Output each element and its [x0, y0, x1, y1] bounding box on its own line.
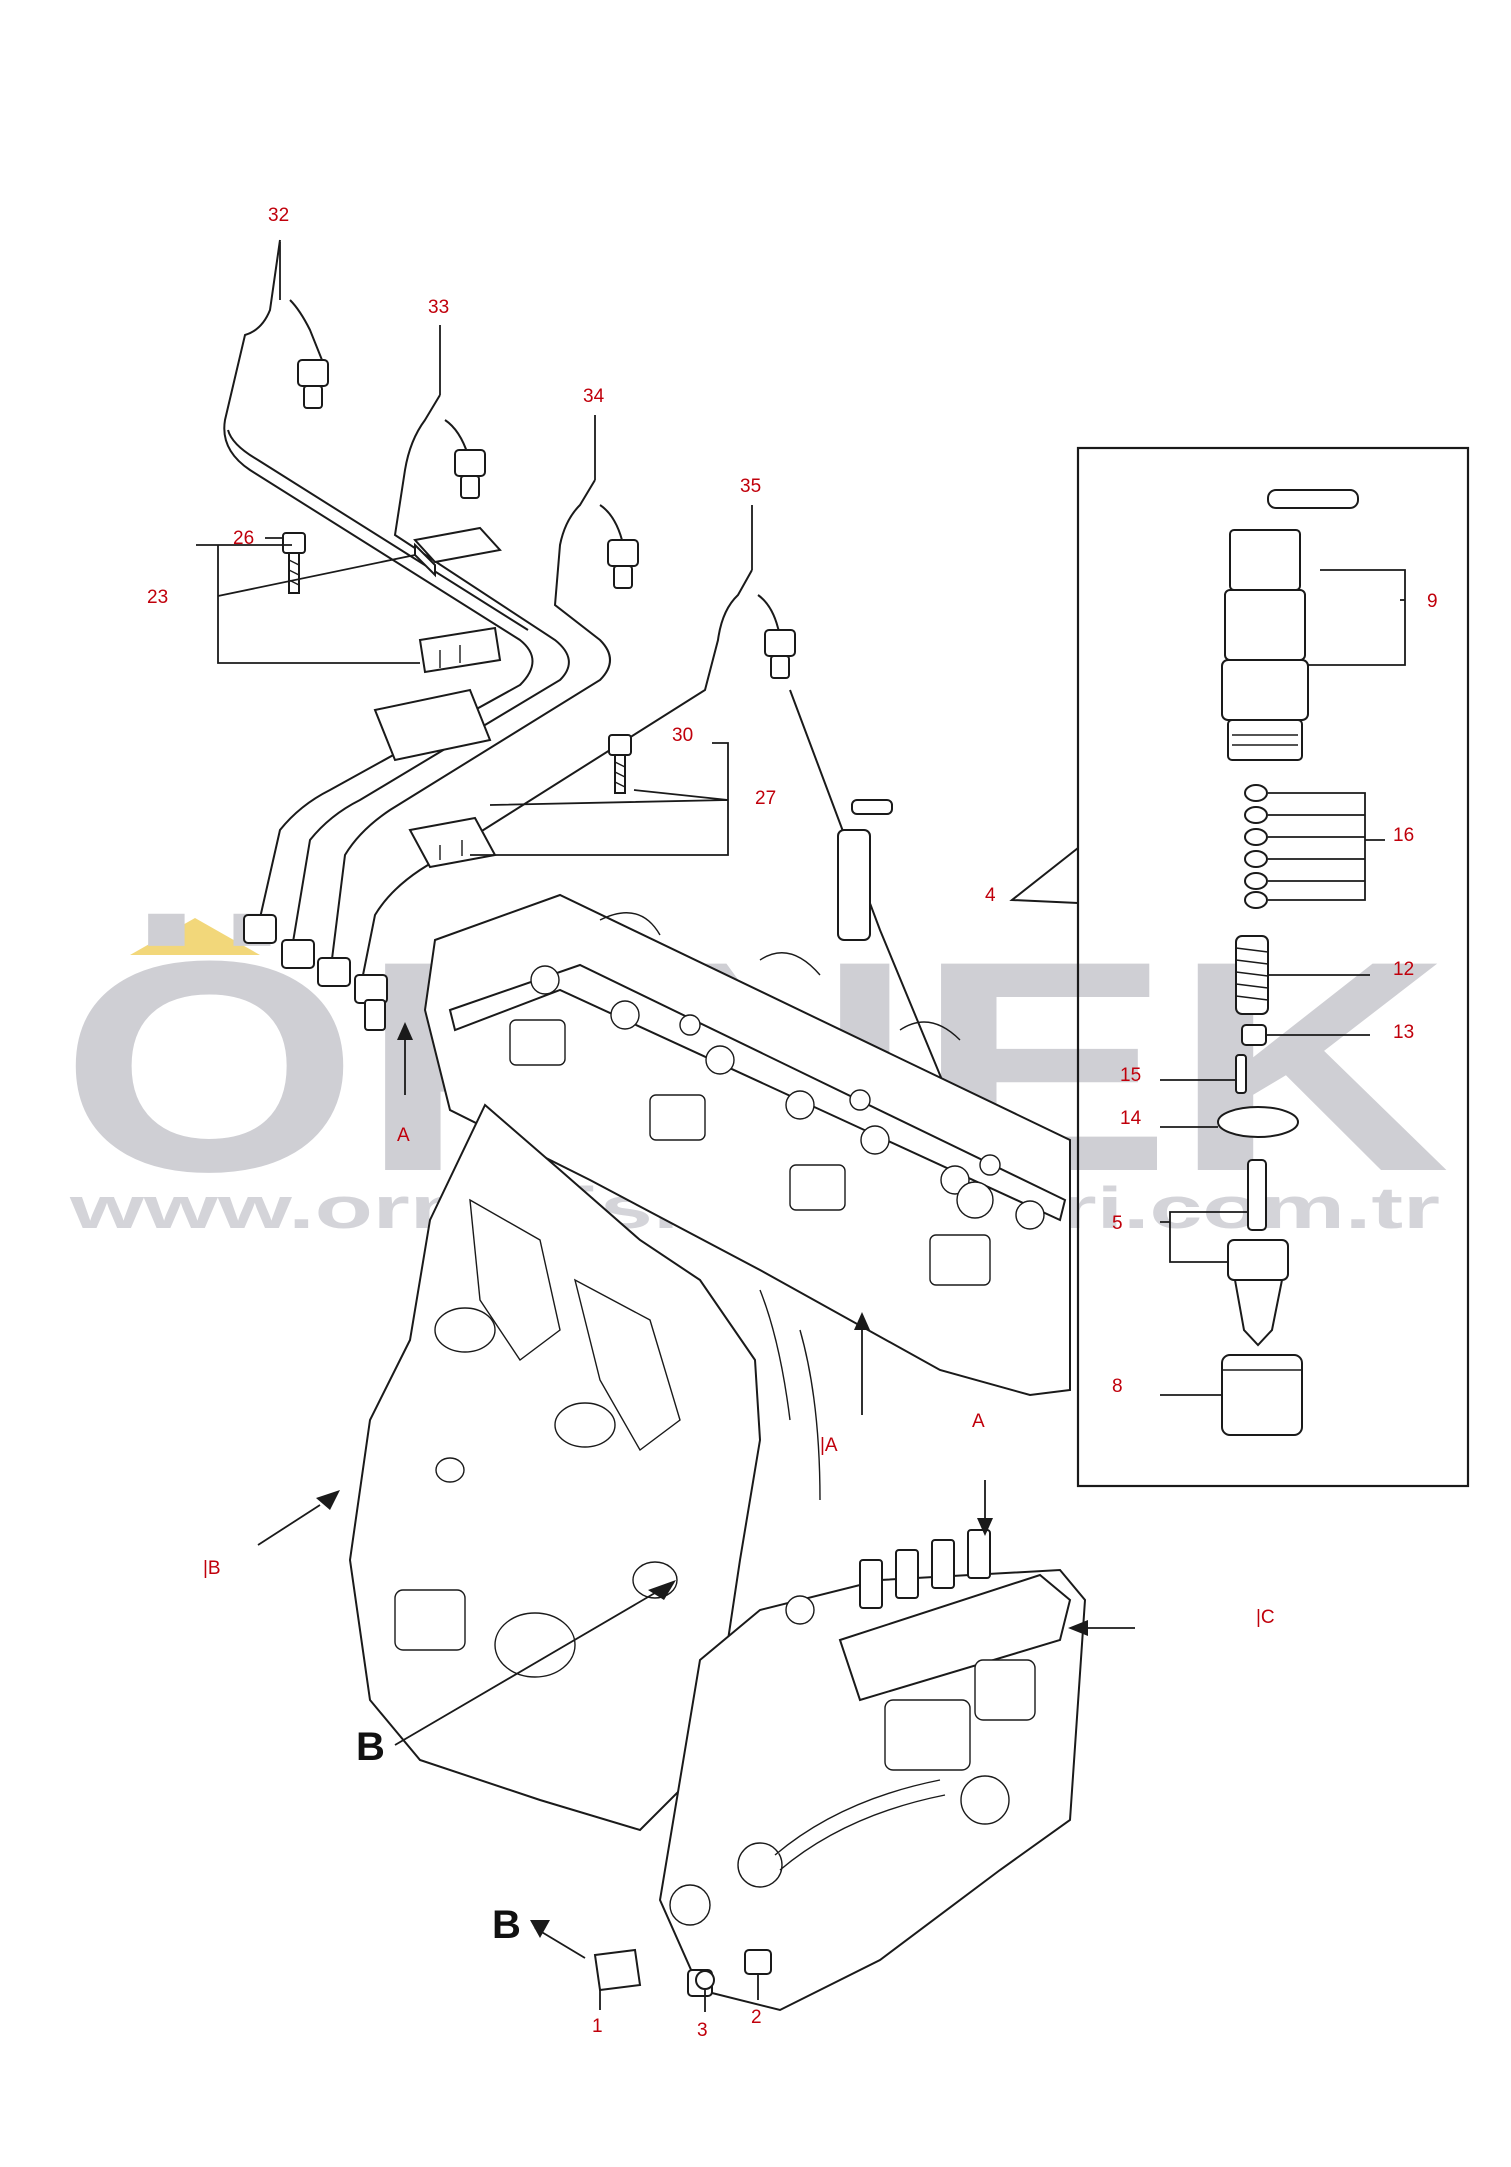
callout-1: 1: [592, 2016, 603, 2037]
callout-34: 34: [583, 386, 605, 407]
view-label-a-pipe-end: A: [397, 1125, 410, 1146]
view-label-a-head: |A: [820, 1435, 838, 1456]
callout-12: 12: [1393, 959, 1414, 980]
watermark-accent-icon: [130, 918, 260, 955]
view-label-c-pump: |C: [1256, 1607, 1275, 1628]
callout-26: 26: [233, 528, 254, 549]
pipe-clamps: [373, 526, 502, 869]
injection-pump: [658, 1529, 1087, 2012]
cylinder-head: [423, 893, 1071, 1397]
detail-letter-b-bracket: B: [492, 1903, 521, 1947]
callout-9: 9: [1427, 591, 1438, 612]
callout-35: 35: [740, 476, 761, 497]
pump-bracket-parts: [593, 1948, 772, 1997]
callout-4: 4: [985, 885, 996, 906]
callout-27: 27: [755, 788, 776, 809]
callout-15: 15: [1120, 1065, 1141, 1086]
injector-detail-panel: [837, 446, 1470, 1488]
callout-23: 23: [147, 587, 168, 608]
callout-13: 13: [1393, 1022, 1414, 1043]
clamp-bolts: [282, 532, 632, 794]
view-label-b-block: |B: [203, 1558, 221, 1579]
callout-3: 3: [697, 2020, 708, 2041]
detail-letter-b-block: B: [356, 1725, 385, 1769]
callout-5: 5: [1112, 1213, 1123, 1234]
callout-2: 2: [751, 2007, 762, 2028]
callout-14: 14: [1120, 1108, 1142, 1129]
callout-8: 8: [1112, 1376, 1123, 1397]
callout-16: 16: [1393, 825, 1414, 846]
callout-numbers: 32 33 34 35 26 23 30 27 4 9 16 12 13 15 …: [147, 205, 1438, 2041]
engine-block: [348, 1103, 821, 1832]
view-labels: A |A A |B |C B B: [203, 1125, 1275, 1947]
injection-pipes: [223, 239, 1001, 1221]
leader-lines: [196, 242, 1406, 2012]
view-label-a-pump: A: [972, 1411, 985, 1432]
callout-33: 33: [428, 297, 449, 318]
callout-30: 30: [672, 725, 693, 746]
callout-32: 32: [268, 205, 289, 226]
